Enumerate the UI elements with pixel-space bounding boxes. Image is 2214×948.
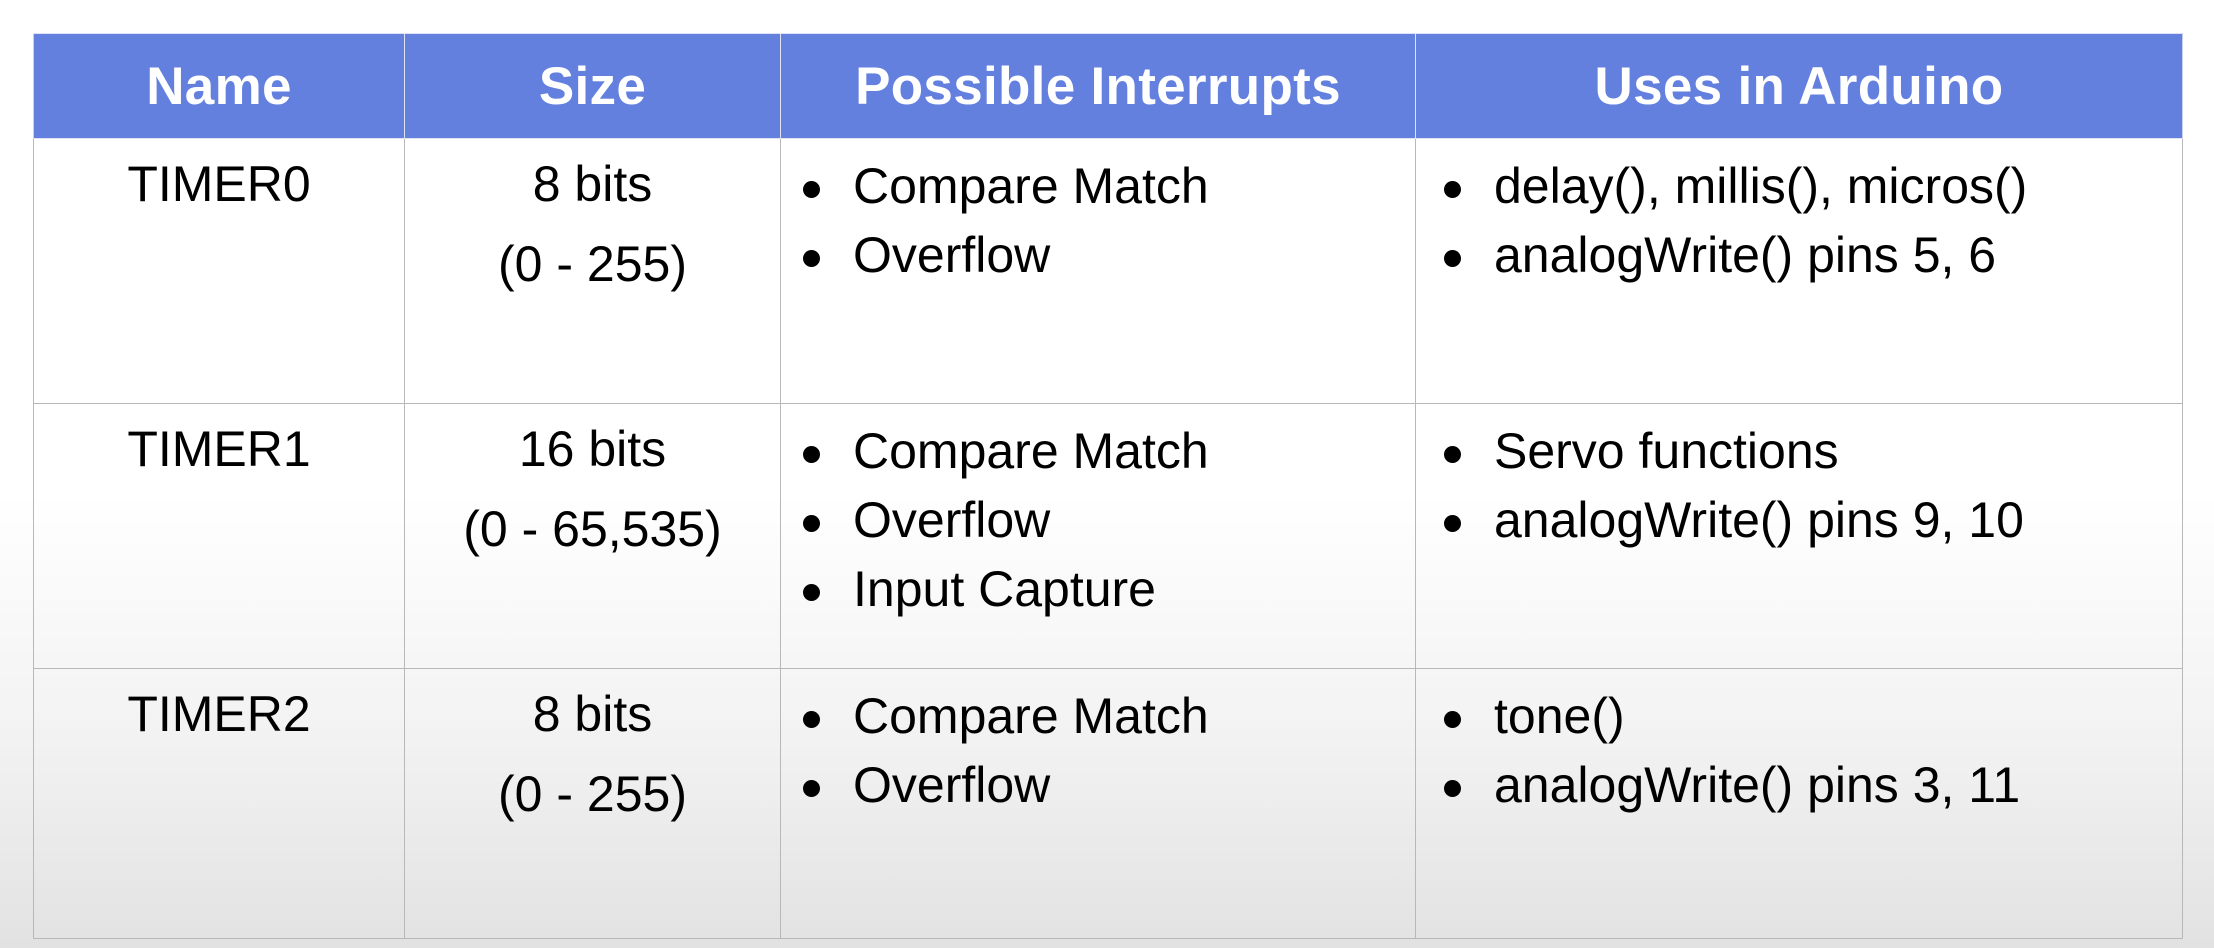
- list-item: Compare Match: [781, 687, 1415, 745]
- list-item: analogWrite() pins 9, 10: [1416, 491, 2182, 549]
- cell-possible-interrupts: Compare Match Overflow Input Capture: [780, 403, 1416, 669]
- column-header-name: Name: [33, 33, 405, 139]
- timer-size-range: (0 - 65,535): [463, 501, 722, 557]
- list-item: Overflow: [781, 756, 1415, 814]
- interrupts-list: Compare Match Overflow: [781, 139, 1415, 284]
- column-header-possible-interrupts: Possible Interrupts: [780, 33, 1416, 139]
- cell-timer-name: TIMER0: [33, 138, 405, 404]
- cell-timer-name: TIMER2: [33, 668, 405, 939]
- cell-uses-in-arduino: delay(), millis(), micros() analogWrite(…: [1415, 138, 2183, 404]
- uses-list: tone() analogWrite() pins 3, 11: [1416, 669, 2182, 814]
- table-row: TIMER1 16 bits (0 - 65,535) Compare Matc…: [33, 403, 2183, 669]
- table-row: TIMER2 8 bits (0 - 255) Compare Match Ov…: [33, 668, 2183, 939]
- timer-name-value: TIMER1: [127, 421, 311, 477]
- uses-list: Servo functions analogWrite() pins 9, 10: [1416, 404, 2182, 549]
- list-item: tone(): [1416, 687, 2182, 745]
- list-item: Overflow: [781, 491, 1415, 549]
- cell-timer-size: 8 bits (0 - 255): [404, 668, 781, 939]
- list-item: delay(), millis(), micros(): [1416, 157, 2182, 215]
- list-item: Input Capture: [781, 560, 1415, 618]
- table-header: Name Size Possible Interrupts Uses in Ar…: [33, 33, 2183, 139]
- interrupts-list: Compare Match Overflow Input Capture: [781, 404, 1415, 618]
- list-item: analogWrite() pins 3, 11: [1416, 756, 2182, 814]
- column-header-size: Size: [404, 33, 781, 139]
- list-item: Compare Match: [781, 422, 1415, 480]
- table-row: TIMER0 8 bits (0 - 255) Compare Match Ov…: [33, 138, 2183, 404]
- table-body: TIMER0 8 bits (0 - 255) Compare Match Ov…: [33, 138, 2183, 939]
- cell-possible-interrupts: Compare Match Overflow: [780, 138, 1416, 404]
- uses-list: delay(), millis(), micros() analogWrite(…: [1416, 139, 2182, 284]
- cell-possible-interrupts: Compare Match Overflow: [780, 668, 1416, 939]
- cell-uses-in-arduino: tone() analogWrite() pins 3, 11: [1415, 668, 2183, 939]
- cell-uses-in-arduino: Servo functions analogWrite() pins 9, 10: [1415, 403, 2183, 669]
- timer-size-range: (0 - 255): [498, 766, 687, 822]
- cell-timer-size: 8 bits (0 - 255): [404, 138, 781, 404]
- timer-size-range: (0 - 255): [498, 236, 687, 292]
- column-header-uses-in-arduino: Uses in Arduino: [1415, 33, 2183, 139]
- list-item: Compare Match: [781, 157, 1415, 215]
- interrupts-list: Compare Match Overflow: [781, 669, 1415, 814]
- list-item: Servo functions: [1416, 422, 2182, 480]
- timer-size-bits: 8 bits: [532, 156, 653, 212]
- cell-timer-name: TIMER1: [33, 403, 405, 669]
- timer-name-value: TIMER2: [127, 686, 311, 742]
- header-row: Name Size Possible Interrupts Uses in Ar…: [33, 33, 2183, 139]
- list-item: Overflow: [781, 226, 1415, 284]
- timer-size-bits: 16 bits: [518, 421, 667, 477]
- list-item: analogWrite() pins 5, 6: [1416, 226, 2182, 284]
- timer-size-bits: 8 bits: [532, 686, 653, 742]
- cell-timer-size: 16 bits (0 - 65,535): [404, 403, 781, 669]
- arduino-timers-table: Name Size Possible Interrupts Uses in Ar…: [33, 33, 2183, 939]
- timer-name-value: TIMER0: [127, 156, 311, 212]
